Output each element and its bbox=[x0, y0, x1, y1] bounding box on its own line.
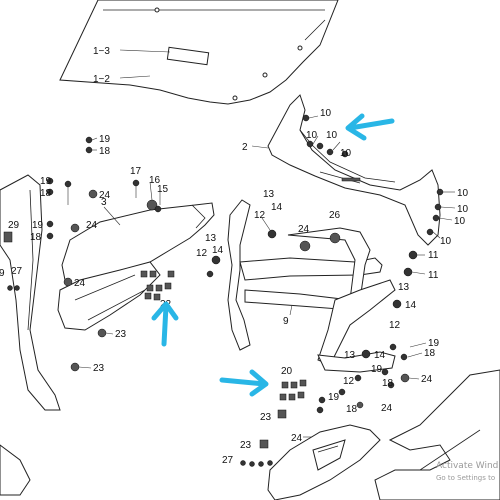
callout-24-f: 24 bbox=[381, 403, 393, 414]
callout-18-e: 18 bbox=[424, 348, 436, 359]
callout-13-d: 13 bbox=[344, 350, 356, 361]
callout-11-a: 11 bbox=[428, 250, 439, 261]
callout-17: 17 bbox=[130, 166, 142, 177]
callout-13-b: 13 bbox=[205, 233, 217, 244]
callout-14-d: 14 bbox=[374, 350, 386, 361]
callout-1-2: 1−2 bbox=[93, 74, 110, 85]
upper-cowl bbox=[267, 94, 441, 246]
watermark-line-1: Activate Wind bbox=[436, 461, 498, 471]
callout-24-e: 24 bbox=[421, 374, 433, 385]
callout-2: 2 bbox=[242, 142, 248, 153]
callout-19-f: 19 bbox=[328, 392, 340, 403]
watermark-line-2: Go to Settings to bbox=[436, 474, 495, 482]
left-bolts bbox=[46, 136, 107, 372]
callout-14-a: 14 bbox=[271, 202, 283, 213]
callout-24-c: 24 bbox=[74, 278, 86, 289]
callout-14-b: 14 bbox=[212, 245, 224, 256]
callout-10-a: 10 bbox=[320, 108, 332, 119]
callout-11-b: 11 bbox=[428, 270, 439, 281]
callout-12-c: 12 bbox=[389, 320, 401, 331]
callout-24-extra: 24 bbox=[291, 433, 303, 444]
callout-1-3: 1−3 bbox=[93, 46, 110, 57]
callout-18-a: 18 bbox=[99, 146, 111, 157]
callout-19-b: 19 bbox=[40, 176, 52, 187]
callout-10-h: 10 bbox=[440, 236, 452, 247]
callout-27-b: 27 bbox=[222, 455, 234, 466]
callout-24-b: 24 bbox=[86, 220, 98, 231]
callout-10-e: 10 bbox=[457, 188, 469, 199]
callout-18-f: 18 bbox=[346, 404, 358, 415]
callout-19-e: 19 bbox=[428, 338, 440, 349]
callout-16: 16 bbox=[149, 175, 161, 186]
highlight-arrow-top-right bbox=[345, 113, 395, 141]
callout-14-c: 14 bbox=[405, 300, 417, 311]
lower-cowl bbox=[267, 369, 500, 500]
windshield bbox=[59, 0, 339, 105]
callout-19-c: 19 bbox=[32, 220, 44, 231]
cowl-screws bbox=[302, 114, 456, 239]
hardware-15-16-17 bbox=[132, 179, 162, 213]
activation-watermark: Activate Wind Go to Settings to bbox=[436, 461, 498, 482]
callout-23-b: 23 bbox=[93, 363, 105, 374]
callout-20: 20 bbox=[281, 366, 293, 377]
left-side-fairing bbox=[0, 174, 61, 496]
callout-9-left: 9 bbox=[0, 268, 5, 279]
callout-24-a: 24 bbox=[99, 190, 111, 201]
callout-18-b: 18 bbox=[40, 188, 52, 199]
callout-27-a: 27 bbox=[11, 266, 23, 277]
clip-group-22 bbox=[140, 270, 175, 301]
callout-9: 9 bbox=[283, 316, 289, 327]
callout-19-a: 19 bbox=[99, 134, 111, 145]
callout-3: 3 bbox=[101, 197, 107, 208]
callout-18-c: 18 bbox=[30, 232, 42, 243]
callout-19-d: 19 bbox=[371, 364, 383, 375]
callout-12-d: 12 bbox=[343, 376, 355, 387]
highlight-arrow-bottom bbox=[219, 369, 269, 397]
callout-12-a: 12 bbox=[254, 210, 266, 221]
callout-10-b: 10 bbox=[306, 130, 318, 141]
inner-panel bbox=[57, 202, 215, 331]
callout-13-a: 13 bbox=[263, 189, 275, 200]
callout-23-c: 23 bbox=[260, 412, 272, 423]
callout-10-g: 10 bbox=[454, 216, 466, 227]
highlight-arrow-middle bbox=[151, 301, 179, 347]
windshield-slot bbox=[166, 46, 210, 66]
callout-23-d: 23 bbox=[240, 440, 252, 451]
callout-26: 26 bbox=[329, 210, 341, 221]
stay-bolts bbox=[206, 217, 426, 396]
clip-group-20 bbox=[259, 379, 364, 449]
callout-12-b: 12 bbox=[196, 248, 208, 259]
callout-23-a: 23 bbox=[115, 329, 127, 340]
callout-13-c: 13 bbox=[398, 282, 410, 293]
callout-24-d: 24 bbox=[298, 224, 310, 235]
callout-18-d: 18 bbox=[382, 378, 394, 389]
callout-10-d: 10 bbox=[340, 148, 352, 159]
callout-10-c: 10 bbox=[326, 130, 338, 141]
callout-15: 15 bbox=[157, 184, 169, 195]
callout-29: 29 bbox=[8, 220, 20, 231]
stay-frame bbox=[227, 199, 396, 373]
callout-10-f: 10 bbox=[457, 204, 469, 215]
